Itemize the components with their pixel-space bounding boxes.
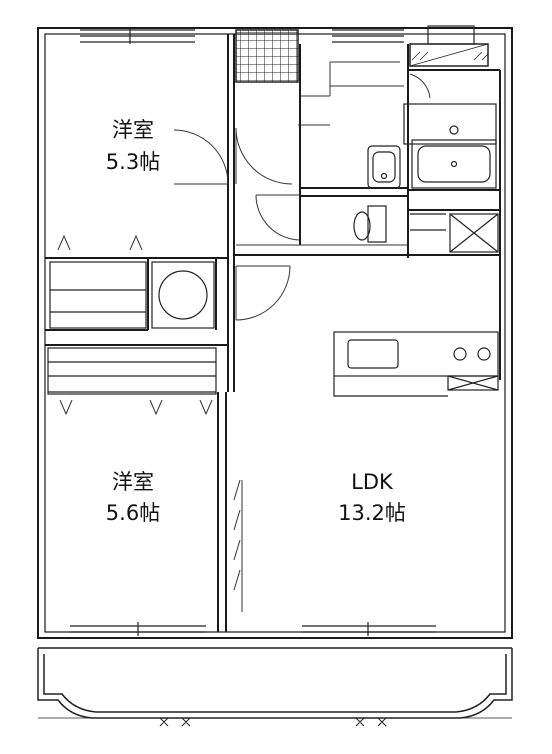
balcony xyxy=(37,647,513,727)
interior-walls xyxy=(45,34,501,632)
toilet-icon xyxy=(353,205,387,243)
room-name-bedroom-north: 洋室 xyxy=(112,118,154,142)
outer-walls xyxy=(37,27,513,639)
closet-markers xyxy=(57,234,213,416)
bathtub-icon xyxy=(411,139,497,189)
room-size-ldk: 13.2帖 xyxy=(338,501,406,525)
pipe-shaft xyxy=(235,29,299,83)
sink-icon xyxy=(367,103,497,189)
sliding-doors xyxy=(233,479,243,612)
detail-lines xyxy=(236,61,408,246)
room-labels: 洋室 5.3帖 洋室 5.6帖 LDK 13.2帖 xyxy=(106,118,406,525)
room-size-bedroom-north: 5.3帖 xyxy=(106,150,160,174)
washing-machine-icon xyxy=(151,261,215,329)
closet-shelves xyxy=(47,261,217,395)
storage-box xyxy=(410,213,499,253)
room-name-ldk: LDK xyxy=(351,470,394,494)
room-name-bedroom-south: 洋室 xyxy=(112,470,154,494)
room-size-bedroom-south: 5.6帖 xyxy=(106,501,160,525)
vent-box xyxy=(409,25,489,67)
door-swings xyxy=(173,73,431,321)
north-windows xyxy=(80,28,404,44)
kitchen-counter xyxy=(333,331,499,397)
south-windows xyxy=(70,622,436,636)
